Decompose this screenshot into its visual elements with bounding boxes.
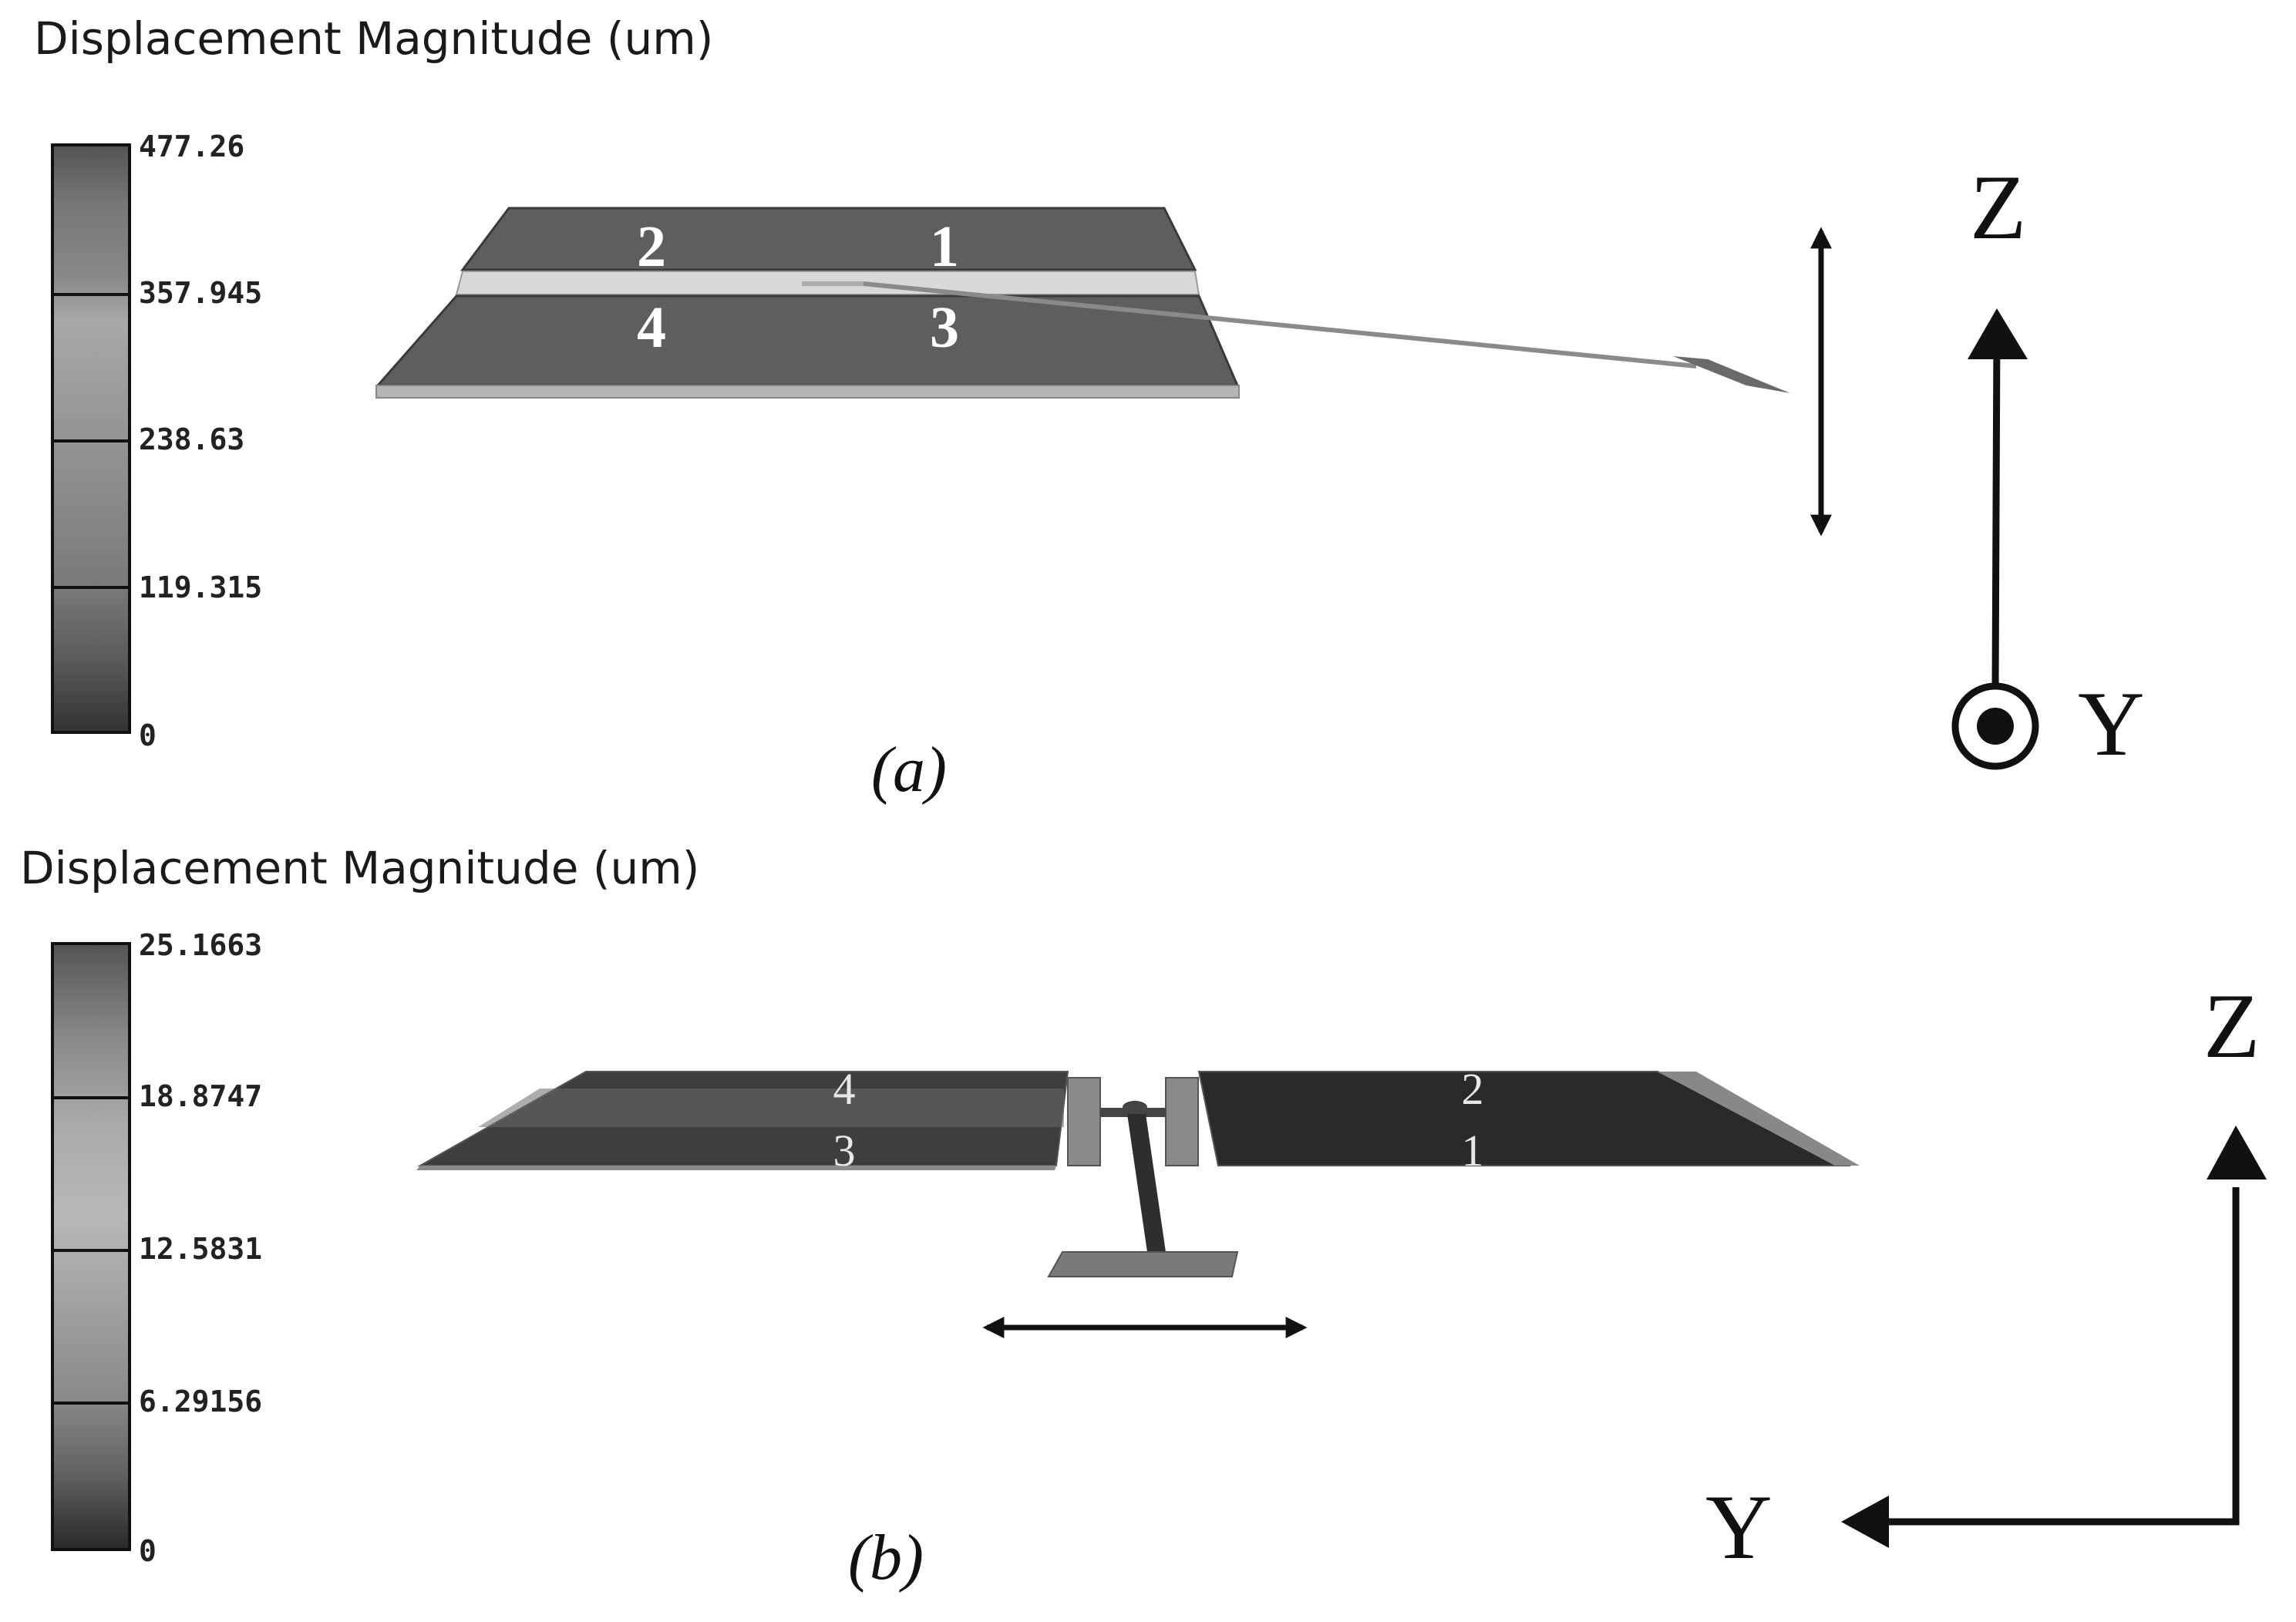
electrode-label: 1 — [1462, 1126, 1484, 1176]
scale-tick-label: 477.26 — [139, 130, 245, 163]
panel-b-z-label: Z — [2203, 974, 2261, 1077]
scale-tick-label: 18.8747 — [139, 1079, 263, 1113]
z-axis-arrow — [1991, 331, 2001, 687]
electrode-label: 4 — [833, 1064, 856, 1114]
electrode-right-edge — [1658, 1072, 1860, 1166]
panel-b-device — [416, 1071, 1860, 1277]
panel-a-title: Displacement Magnitude (um) — [34, 12, 714, 65]
z-axis-arrowhead — [2207, 1126, 2267, 1179]
cantilever-beam — [1127, 1114, 1166, 1252]
electrode-label: 2 — [1462, 1064, 1484, 1114]
electrode-left-highlight — [478, 1089, 1064, 1127]
electrode-label: 4 — [637, 295, 666, 360]
scale-tick-mark — [54, 293, 128, 296]
scale-tick-label: 238.63 — [139, 422, 245, 456]
electrode-label: 3 — [833, 1126, 856, 1176]
panel-a-axes — [1951, 308, 2039, 770]
electrode-top-plate — [460, 207, 1197, 271]
panel-b-y-label: Y — [1705, 1476, 1772, 1578]
panel-a-y-label: Y — [2078, 672, 2145, 775]
anchor-pad-right — [1165, 1077, 1199, 1166]
anchor-pad-left — [1067, 1077, 1101, 1166]
electrode-left-edge — [416, 1166, 1056, 1170]
panel-b-color-scale — [51, 942, 131, 1551]
electrode-label: 3 — [930, 295, 959, 360]
scale-tick-mark — [54, 1249, 128, 1252]
scale-tick-label: 6.29156 — [139, 1385, 263, 1418]
substrate-edge — [375, 385, 1240, 399]
panel-a-z-label: Z — [1970, 156, 2027, 258]
axis-corner-lines — [1881, 1187, 2240, 1526]
proof-mass-plate — [1047, 1251, 1239, 1277]
panel-b-title: Displacement Magnitude (um) — [20, 842, 700, 894]
scale-tick-mark — [54, 586, 128, 589]
panel-a-device — [375, 207, 1790, 399]
cantilever-beam — [863, 281, 1697, 368]
scale-tick-label: 25.1663 — [139, 928, 263, 962]
electrode-label: 1 — [930, 214, 959, 279]
scale-tick-label: 0 — [139, 1534, 157, 1568]
scale-tick-mark — [54, 439, 128, 443]
z-axis-arrowhead — [1968, 308, 2028, 359]
y-axis-out-of-plane-dot — [1977, 708, 2014, 745]
panel-b-axes — [1841, 1126, 2267, 1548]
panel-b-caption: (b) — [848, 1522, 924, 1593]
scale-tick-label: 12.5831 — [139, 1232, 263, 1266]
scale-tick-mark — [54, 1402, 128, 1405]
scale-tick-label: 119.315 — [139, 570, 263, 604]
y-axis-arrowhead — [1841, 1496, 1889, 1548]
beam-joint — [1123, 1101, 1147, 1113]
scale-tick-label: 0 — [139, 718, 157, 752]
panel-a-caption: (a) — [871, 734, 947, 806]
proof-mass-tip — [1673, 356, 1790, 393]
scale-tick-label: 357.945 — [139, 276, 263, 310]
scale-tick-mark — [54, 1096, 128, 1099]
panel-a-color-scale — [51, 143, 131, 734]
electrode-label: 2 — [637, 214, 666, 279]
